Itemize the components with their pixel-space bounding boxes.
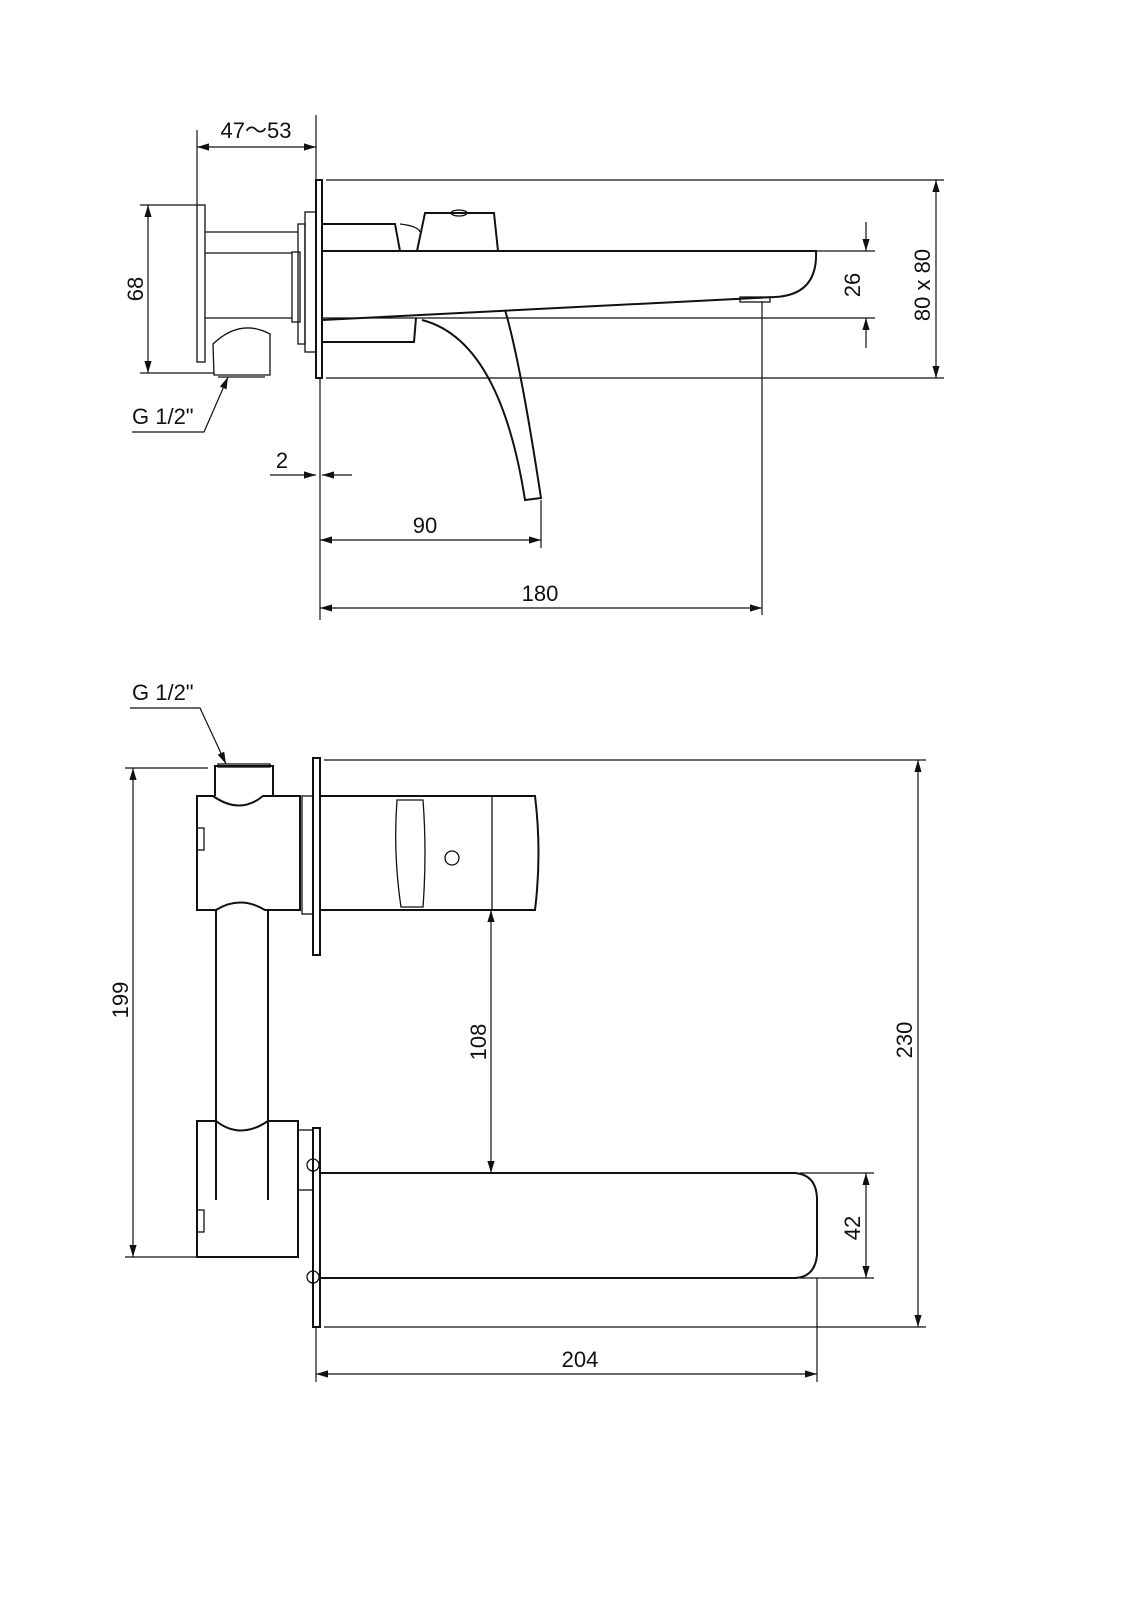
- front-dimensions: G 1/2" 199 108 42 230 204: [108, 680, 926, 1382]
- dim-plate-size: 80 x 80: [910, 249, 935, 321]
- front-view: G 1/2" 199 108 42 230 204: [108, 680, 926, 1382]
- side-inlet-thread-label: G 1/2": [132, 404, 194, 429]
- dim-spout-length: 204: [562, 1347, 599, 1372]
- dim-spout-width: 42: [840, 1216, 865, 1240]
- dim-clearance: 108: [466, 1024, 491, 1061]
- side-dimensions: 47～53 68 G 1/2" 2 90 180 26: [123, 115, 944, 620]
- dim-body-height: 199: [108, 982, 133, 1019]
- dim-inlet-height: 68: [123, 277, 148, 301]
- dim-spout-reach: 180: [522, 581, 559, 606]
- front-inlet-thread-label: G 1/2": [132, 680, 194, 705]
- dim-spout-height: 26: [840, 273, 865, 297]
- dim-plate-thickness: 2: [276, 448, 288, 473]
- dim-total-height: 230: [892, 1022, 917, 1059]
- dim-mount-depth: 47～53: [221, 118, 292, 143]
- side-view: 47～53 68 G 1/2" 2 90 180 26: [123, 115, 944, 620]
- side-faucet-outline: [196, 179, 818, 502]
- front-faucet-outline: [196, 757, 818, 1328]
- dim-lever-reach: 90: [413, 513, 437, 538]
